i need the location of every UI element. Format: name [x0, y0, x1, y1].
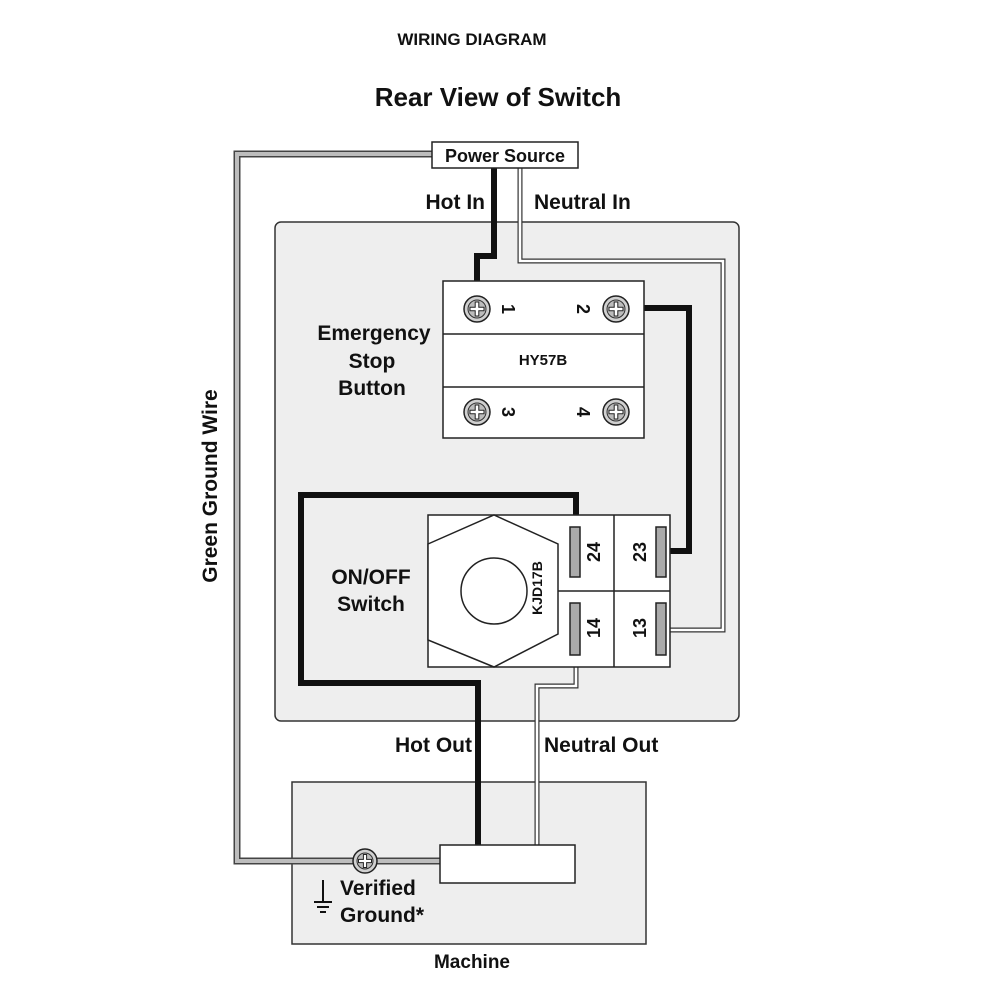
verified-ground-label-line-2: Ground*: [340, 904, 425, 927]
power-source-box: [431, 141, 579, 169]
terminal-number-14: 14: [584, 618, 604, 638]
hot-out-label: Hot Out: [395, 734, 472, 757]
neutral-in-label: Neutral In: [534, 191, 631, 214]
terminal-number-23: 23: [630, 542, 650, 562]
screw-terminal-icon: [352, 848, 378, 874]
terminal-number-1: 1: [498, 304, 518, 314]
blade-terminal-24: [569, 526, 581, 578]
terminal-number-2: 2: [573, 304, 593, 314]
emergency-stop-label-line-2: Stop: [349, 350, 396, 373]
ground-symbol-icon: [314, 880, 332, 913]
terminal-number-24: 24: [584, 542, 604, 562]
machine-label: Machine: [434, 952, 510, 973]
diagram-label: WIRING DIAGRAM: [397, 30, 546, 49]
screw-terminal-icon: [602, 295, 630, 323]
terminal-number-3: 3: [498, 407, 518, 417]
screw-terminal-icon: [602, 398, 630, 426]
terminal-number-4: 4: [573, 407, 593, 417]
blade-terminal-13: [655, 602, 667, 656]
screw-terminal-icon: [463, 295, 491, 323]
blade-terminal-23: [655, 526, 667, 578]
on-off-switch-label-line-2: Switch: [337, 593, 405, 616]
hot-in-label: Hot In: [426, 191, 485, 214]
emergency-stop-label-line-1: Emergency: [317, 322, 431, 345]
neutral-out-wire: [534, 655, 579, 845]
neutral-in-wire: [517, 168, 726, 633]
screw-terminal-icon: [463, 398, 491, 426]
jumper-wire-2-23: [616, 305, 692, 554]
on-off-switch-label-line-1: ON/OFF: [331, 566, 410, 589]
power-source-label: Power Source: [445, 146, 565, 166]
ground-wire-label: Green Ground Wire: [199, 389, 222, 583]
page-title: Rear View of Switch: [375, 82, 622, 112]
hot-out-wire: [298, 492, 579, 845]
emergency-stop-model: HY57B: [519, 352, 568, 369]
on-off-switch-model: KJD17B: [529, 561, 545, 615]
on-off-switch-block: [427, 514, 671, 668]
verified-ground-label-line-1: Verified: [340, 877, 416, 900]
emergency-stop-label-line-3: Button: [338, 377, 406, 400]
machine-terminal-block: [439, 844, 576, 884]
terminal-number-13: 13: [630, 618, 650, 638]
ground-wire: [233, 150, 440, 865]
blade-terminal-14: [569, 602, 581, 656]
neutral-out-label: Neutral Out: [544, 734, 658, 757]
